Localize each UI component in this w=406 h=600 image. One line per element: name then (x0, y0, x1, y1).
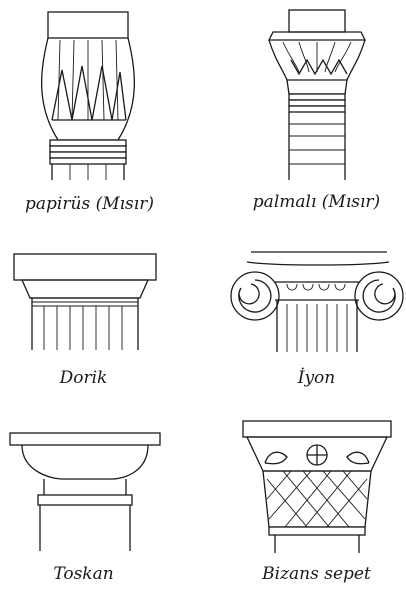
palm-capital-drawing (203, 0, 406, 220)
ionic-capital-figure: İyon (203, 240, 406, 400)
tuscan-capital-label: Toskan (0, 564, 185, 584)
palm-capital-label: palmalı (Mısır) (215, 192, 406, 212)
byzantine-capital-label: Bizans sepet (215, 564, 406, 584)
papyrus-capital-figure: papirüs (Mısır) (0, 0, 203, 220)
byzantine-capital-figure: Bizans sepet (203, 415, 406, 600)
ionic-capital-label: İyon (215, 368, 406, 388)
doric-capital-figure: Dorik (0, 240, 203, 400)
palm-capital-figure: palmalı (Mısır) (203, 0, 406, 220)
papyrus-capital-label: papirüs (Mısır) (0, 194, 191, 214)
tuscan-capital-figure: Toskan (0, 415, 203, 600)
doric-capital-label: Dorik (0, 368, 185, 388)
papyrus-capital-drawing (0, 0, 203, 220)
